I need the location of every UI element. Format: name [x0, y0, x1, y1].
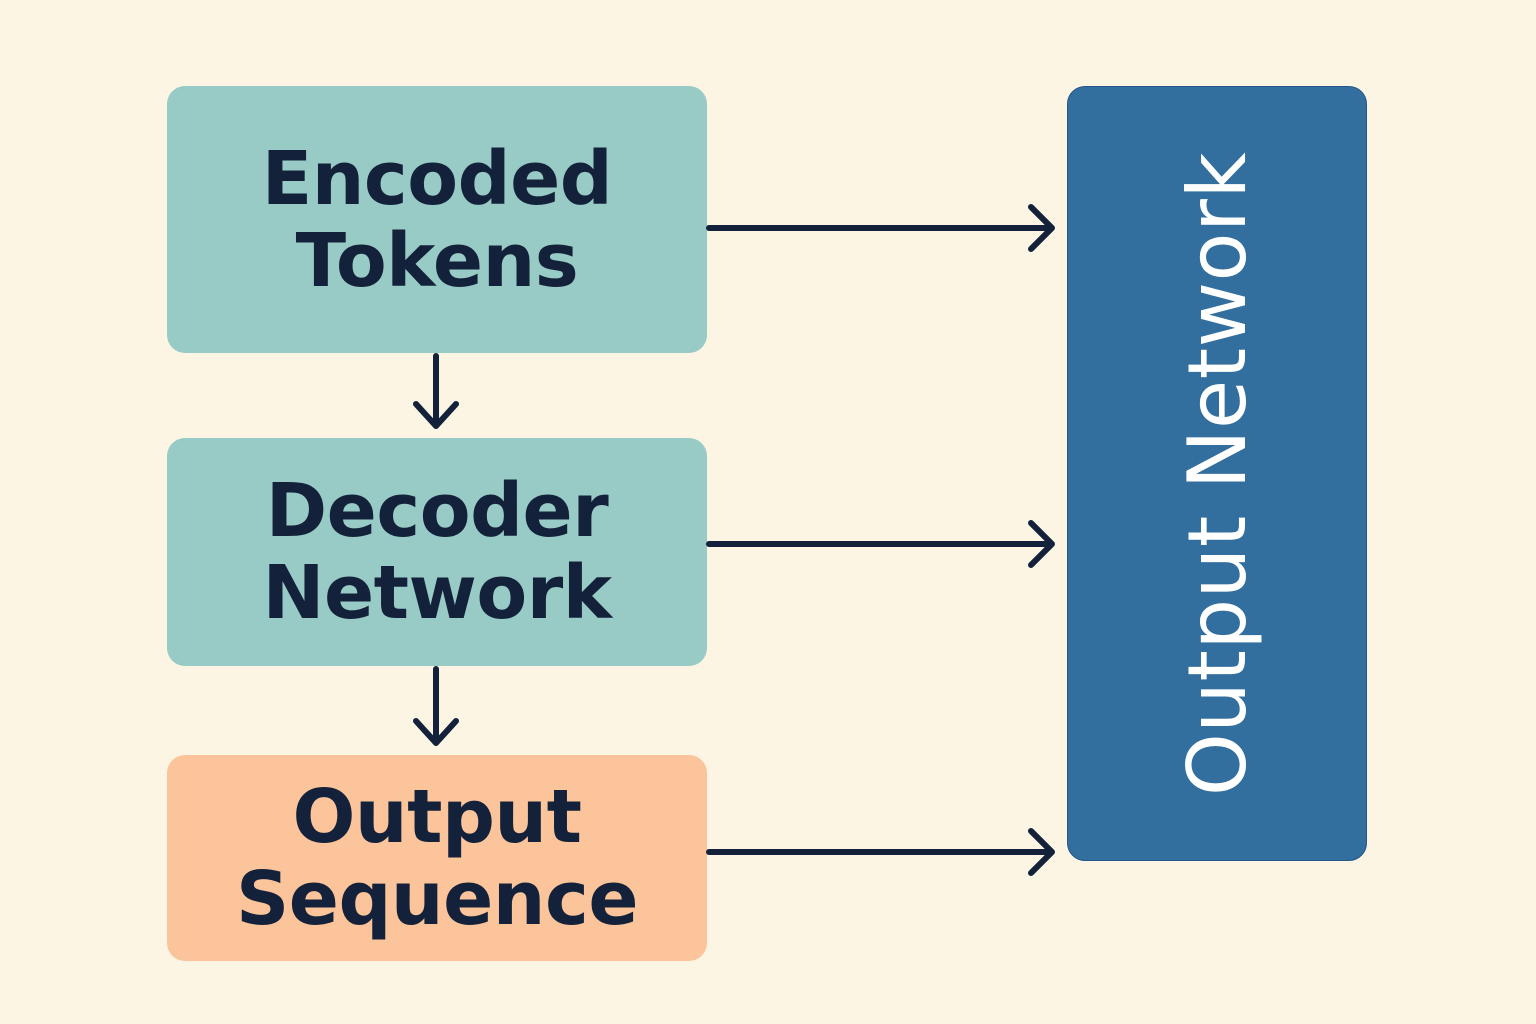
encoded-tokens-box: Encoded Tokens: [167, 86, 707, 353]
output-network-label: Output Network: [1171, 151, 1264, 797]
output-network-box: Output Network: [1067, 86, 1367, 861]
output-sequence-box: Output Sequence: [167, 755, 707, 961]
arrow-decoder-to-output-network: [706, 520, 1055, 568]
arrow-output-sequence-to-output-network: [706, 828, 1055, 876]
arrow-encoded-to-output-network-head: [1028, 204, 1055, 252]
output-sequence-label-line-1: Output: [292, 774, 583, 860]
arrow-encoded-to-output-network: [706, 204, 1055, 252]
arrow-decoder-to-output-network-head: [1028, 520, 1055, 568]
output-sequence-label-line-2: Sequence: [235, 856, 639, 942]
decoder-network-label-line-2: Network: [262, 550, 612, 636]
arrow-decoder-to-output-sequence: [413, 666, 459, 746]
arrow-output-sequence-to-output-network-head: [1028, 828, 1055, 876]
encoded-tokens-label-line-1: Encoded: [261, 135, 613, 222]
encoded-tokens-label-line-2: Tokens: [295, 217, 579, 304]
decoder-network-label-line-1: Decoder: [265, 468, 609, 554]
decoder-network-box: Decoder Network: [167, 438, 707, 666]
arrow-decoder-to-output-sequence-head: [413, 718, 459, 746]
arrow-encoded-to-decoder-head: [413, 401, 459, 429]
arrow-encoded-to-decoder: [413, 353, 459, 429]
